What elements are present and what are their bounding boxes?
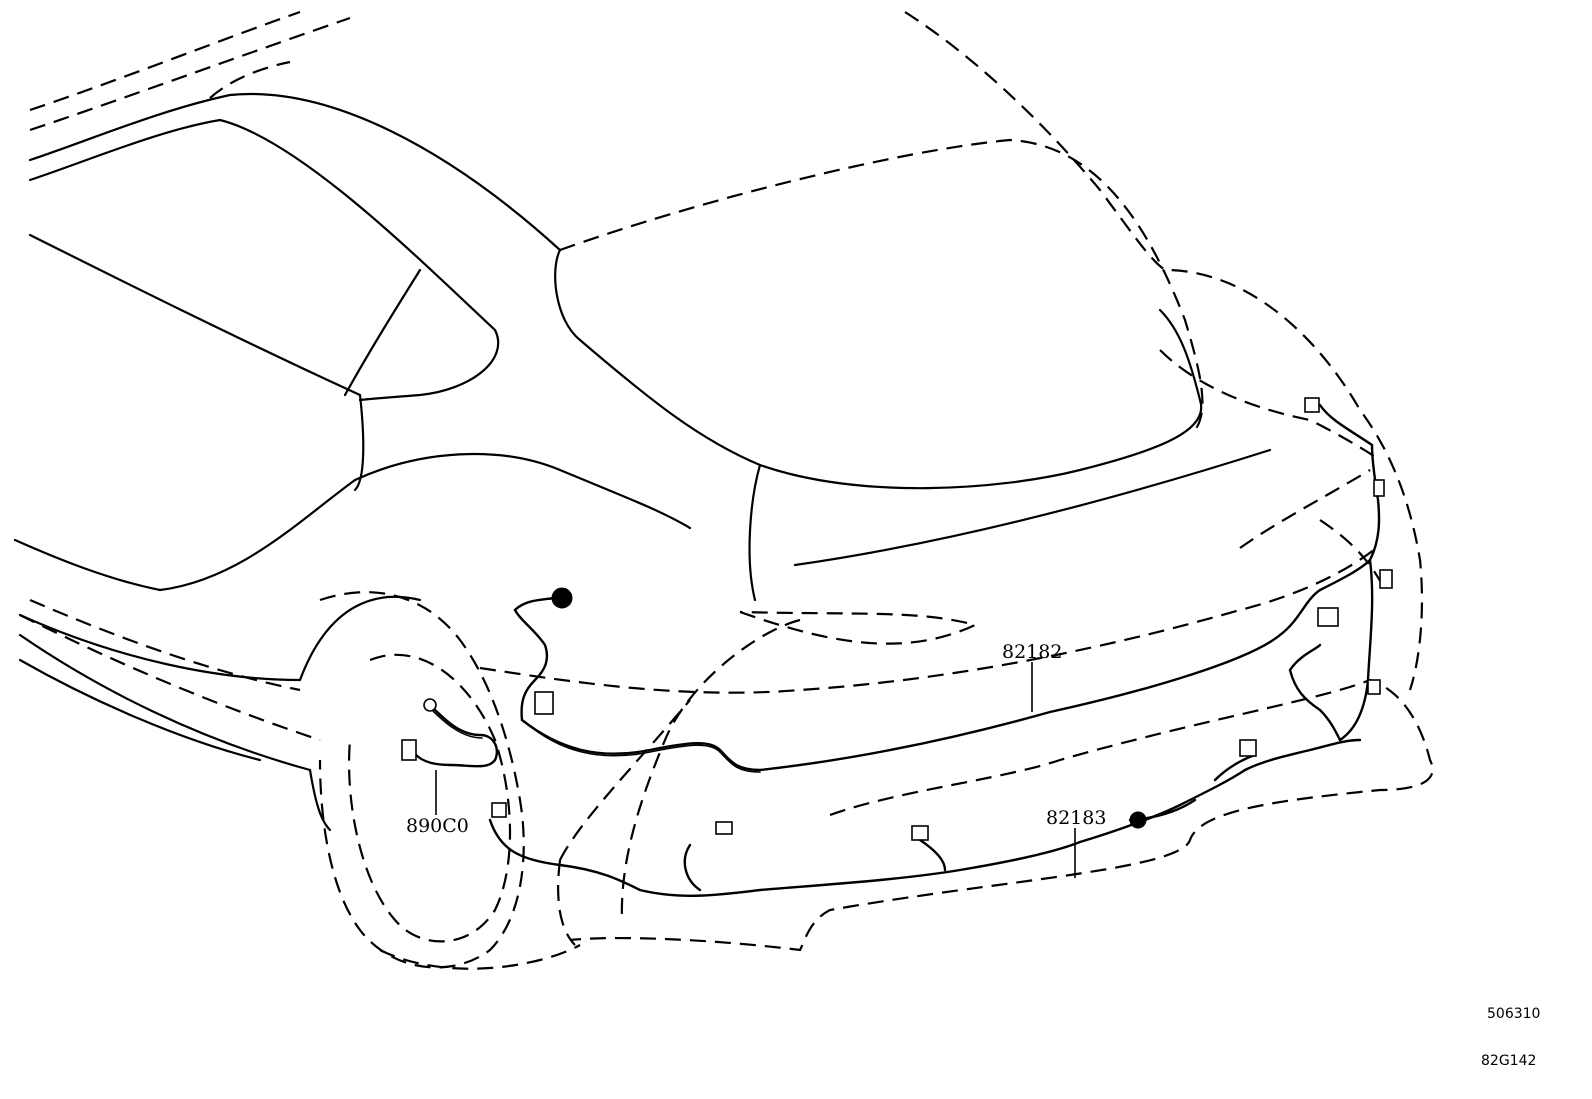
grommet-icon [551,587,573,609]
callout-890C0: 890C0 [406,815,469,837]
connector-icon [1304,397,1320,413]
connector-icon [401,739,417,761]
harness-82182 [513,403,1381,773]
connector-icon [1239,739,1257,757]
connector-icon [911,825,929,841]
connector-icon [1317,607,1339,627]
harness-82183 [488,738,1362,897]
connector-icon [491,802,507,818]
leader-lines [435,662,1076,878]
callout-82183: 82183 [1046,807,1106,829]
car-body-outline [13,92,1272,832]
illustration-code: 506310 [1487,1006,1540,1022]
connectors [401,397,1393,841]
connector-icon [715,821,733,835]
group-code: 82G142 [1481,1053,1536,1069]
harness-890C0 [408,703,499,768]
connector-icon [1367,679,1381,695]
connector-icon [534,691,554,715]
connector-icon [1379,569,1393,589]
grommet-icon [1129,811,1147,829]
connector-icon [1373,479,1385,497]
sensor-icon [423,698,437,712]
callout-82182: 82182 [1002,641,1062,663]
